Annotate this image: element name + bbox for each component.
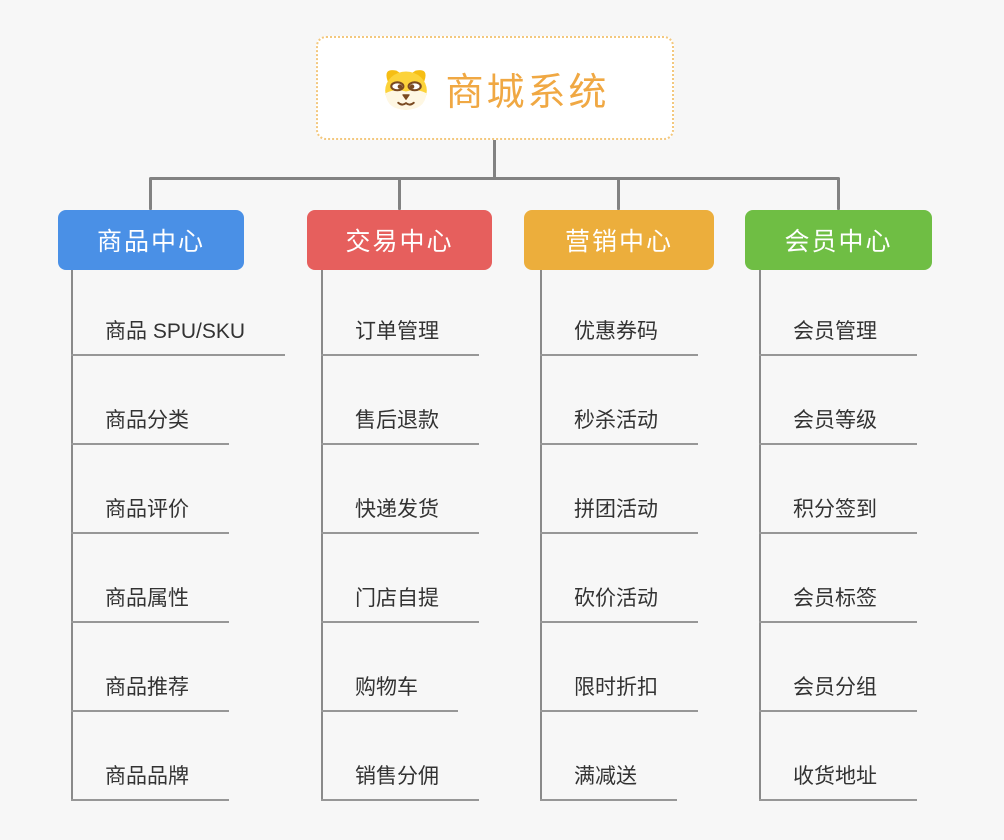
dog-face-icon <box>380 64 432 112</box>
child-node-row: 优惠券码 <box>540 267 698 356</box>
child-node[interactable]: 商品属性 <box>71 582 229 623</box>
child-node-row: 会员分组 <box>759 623 917 712</box>
branch-node-member-center[interactable]: 会员中心 <box>745 210 932 270</box>
connector-trunk <box>759 270 761 801</box>
child-node-row: 会员标签 <box>759 534 917 623</box>
connector-drop <box>837 178 840 210</box>
child-node[interactable]: 订单管理 <box>321 315 479 356</box>
child-node[interactable]: 售后退款 <box>321 404 479 445</box>
connector-bus <box>149 177 840 180</box>
connector-root-stem <box>493 139 496 178</box>
connector-trunk <box>540 270 542 801</box>
child-node[interactable]: 积分签到 <box>759 493 917 534</box>
child-node[interactable]: 购物车 <box>321 671 458 712</box>
child-node[interactable]: 商品推荐 <box>71 671 229 712</box>
child-node-row: 门店自提 <box>321 534 479 623</box>
child-node-row: 砍价活动 <box>540 534 698 623</box>
branch-children-trade: 订单管理 售后退款 快递发货 门店自提 购物车 销售分佣 <box>321 267 479 801</box>
child-node-row: 满减送 <box>540 712 677 801</box>
child-node[interactable]: 会员管理 <box>759 315 917 356</box>
child-node[interactable]: 商品评价 <box>71 493 229 534</box>
child-node[interactable]: 秒杀活动 <box>540 404 698 445</box>
child-node-row: 商品分类 <box>71 356 229 445</box>
child-node-row: 会员等级 <box>759 356 917 445</box>
child-node[interactable]: 优惠券码 <box>540 315 698 356</box>
child-node[interactable]: 商品 SPU/SKU <box>71 315 286 356</box>
child-node-row: 收货地址 <box>759 712 917 801</box>
child-node[interactable]: 商品品牌 <box>71 760 229 801</box>
branch-children-product: 商品 SPU/SKU 商品分类 商品评价 商品属性 商品推荐 商品品牌 <box>71 267 286 801</box>
child-node-row: 销售分佣 <box>321 712 479 801</box>
connector-drop <box>149 178 152 210</box>
child-node[interactable]: 限时折扣 <box>540 671 698 712</box>
child-node[interactable]: 门店自提 <box>321 582 479 623</box>
child-node-row: 拼团活动 <box>540 445 698 534</box>
child-node-row: 订单管理 <box>321 267 479 356</box>
child-node-row: 商品评价 <box>71 445 229 534</box>
child-node[interactable]: 会员等级 <box>759 404 917 445</box>
branch-node-marketing-center[interactable]: 营销中心 <box>524 210 714 270</box>
child-node[interactable]: 收货地址 <box>759 760 917 801</box>
root-node[interactable]: 商城系统 <box>316 36 674 140</box>
child-node-row: 积分签到 <box>759 445 917 534</box>
child-node-row: 商品推荐 <box>71 623 229 712</box>
branch-children-marketing: 优惠券码 秒杀活动 拼团活动 砍价活动 限时折扣 满减送 <box>540 267 698 801</box>
child-node-row: 售后退款 <box>321 356 479 445</box>
child-node-row: 商品品牌 <box>71 712 229 801</box>
child-node-row: 快递发货 <box>321 445 479 534</box>
child-node-row: 限时折扣 <box>540 623 698 712</box>
root-title: 商城系统 <box>445 71 610 114</box>
child-node[interactable]: 快递发货 <box>321 493 479 534</box>
connector-drop <box>398 178 401 210</box>
connector-trunk <box>71 270 73 801</box>
connector-drop <box>617 178 620 210</box>
connector-trunk <box>321 270 323 801</box>
child-node-row: 秒杀活动 <box>540 356 698 445</box>
branch-node-product-center[interactable]: 商品中心 <box>58 210 244 270</box>
child-node-row: 商品属性 <box>71 534 229 623</box>
child-node[interactable]: 砍价活动 <box>540 582 698 623</box>
branch-children-member: 会员管理 会员等级 积分签到 会员标签 会员分组 收货地址 <box>759 267 917 801</box>
child-node[interactable]: 会员分组 <box>759 671 917 712</box>
child-node[interactable]: 拼团活动 <box>540 493 698 534</box>
child-node[interactable]: 商品分类 <box>71 404 229 445</box>
child-node-row: 会员管理 <box>759 267 917 356</box>
child-node[interactable]: 满减送 <box>540 760 677 801</box>
child-node[interactable]: 会员标签 <box>759 582 917 623</box>
child-node-row: 商品 SPU/SKU <box>71 267 286 356</box>
branch-node-trade-center[interactable]: 交易中心 <box>307 210 492 270</box>
child-node[interactable]: 销售分佣 <box>321 760 479 801</box>
child-node-row: 购物车 <box>321 623 458 712</box>
